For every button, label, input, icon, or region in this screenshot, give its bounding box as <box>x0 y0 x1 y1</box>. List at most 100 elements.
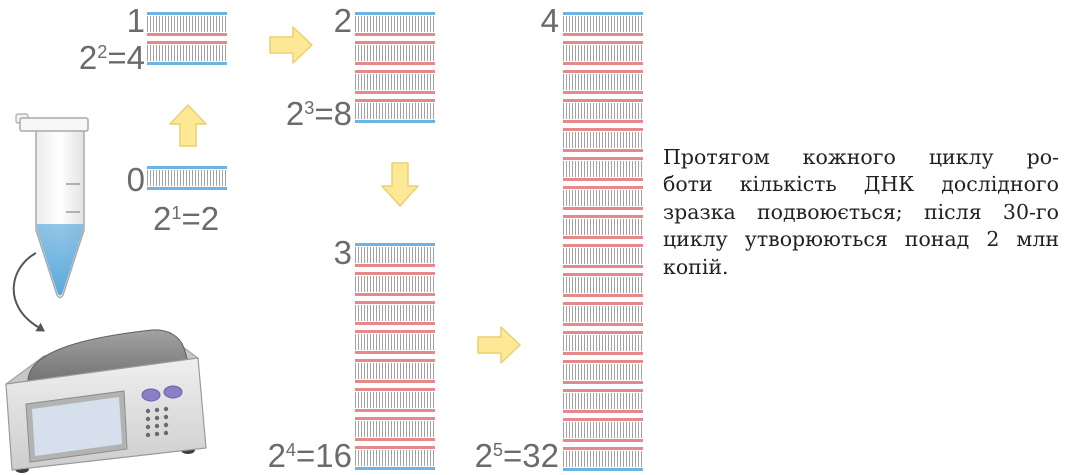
dna-base-pairs <box>147 170 227 186</box>
cycle-4-label: 4 <box>540 2 559 39</box>
dna-strand-bottom <box>147 62 227 65</box>
dna-base-pairs <box>563 277 643 293</box>
machine-button <box>163 385 183 399</box>
dna-base-pairs <box>563 248 643 264</box>
dna-strand-top <box>147 166 227 169</box>
dna-double-strand <box>355 446 435 470</box>
dna-base-pairs <box>147 45 227 61</box>
arrow-shape <box>477 326 521 364</box>
equation-result: =4 <box>107 39 145 76</box>
dna-strand-top <box>355 99 435 102</box>
dna-base-pairs <box>563 219 643 235</box>
dna-strand-top <box>563 331 643 334</box>
cycle-3-equation: 24=16 <box>268 439 352 472</box>
dna-strand-bottom <box>563 381 643 384</box>
dna-double-strand <box>355 330 435 354</box>
dna-strand-top <box>355 359 435 362</box>
dna-strand-top <box>563 99 643 102</box>
dna-double-strand <box>563 389 643 413</box>
dna-base-pairs <box>563 451 643 467</box>
machine-button <box>141 388 161 402</box>
thermocycler-icon <box>5 329 207 473</box>
dna-strand-bottom <box>355 62 435 65</box>
dna-strand-bottom <box>147 33 227 36</box>
dna-base-pairs <box>355 16 435 32</box>
dna-double-strand <box>147 166 227 190</box>
dna-double-strand <box>355 359 435 383</box>
arrow-up-icon <box>169 104 207 147</box>
dna-strand-top <box>563 302 643 305</box>
dna-base-pairs <box>355 392 435 408</box>
equation-result: =8 <box>314 95 352 132</box>
dna-base-pairs <box>563 422 643 438</box>
cycle-4-dna-stack <box>563 12 643 471</box>
dna-base-pairs <box>355 421 435 437</box>
dna-base-pairs <box>563 45 643 61</box>
caption-line: Протягом кожного циклу ро- <box>663 145 1059 169</box>
caption-line: зразка подвоюється; після 30-го <box>663 199 1059 224</box>
dna-strand-bottom <box>563 468 643 471</box>
cycle-2-equation: 23=8 <box>286 97 352 130</box>
dna-strand-top <box>563 389 643 392</box>
cycle-3-dna-stack <box>355 243 435 470</box>
dna-double-strand <box>355 12 435 36</box>
dna-strand-bottom <box>355 351 435 354</box>
cycle-1-label: 1 <box>126 2 145 39</box>
dna-strand-top <box>355 330 435 333</box>
dna-base-pairs <box>355 74 435 90</box>
arrow-shape <box>169 104 207 147</box>
cycle-0-equation: 21=2 <box>153 202 219 235</box>
dna-strand-top <box>563 273 643 276</box>
cycle-2-dna-stack <box>355 12 435 123</box>
curved-arrow-icon <box>12 252 45 332</box>
equation-result: =2 <box>181 200 220 237</box>
dna-base-pairs <box>563 132 643 148</box>
dna-double-strand <box>563 447 643 471</box>
dna-strand-top <box>355 446 435 449</box>
dna-strand-bottom <box>563 149 643 152</box>
dna-strand-bottom <box>563 178 643 181</box>
machine-keypad <box>145 406 169 438</box>
dna-double-strand <box>563 360 643 384</box>
equation-result: =16 <box>296 437 352 474</box>
dna-strand-top <box>563 447 643 450</box>
dna-base-pairs <box>355 450 435 466</box>
dna-double-strand <box>355 70 435 94</box>
cycle-2-label: 2 <box>333 2 352 39</box>
dna-double-strand <box>563 331 643 355</box>
equation-base: 2 <box>267 437 286 474</box>
dna-strand-bottom <box>563 236 643 239</box>
arrow-right-icon <box>477 326 521 364</box>
dna-double-strand <box>355 272 435 296</box>
dna-strand-top <box>563 418 643 421</box>
dna-strand-top <box>355 12 435 15</box>
dna-strand-bottom <box>355 467 435 470</box>
dna-strand-bottom <box>355 293 435 296</box>
dna-base-pairs <box>563 103 643 119</box>
equation-base: 2 <box>153 200 172 237</box>
dna-strand-top <box>563 244 643 247</box>
dna-double-strand <box>563 302 643 326</box>
dna-double-strand <box>563 418 643 442</box>
dna-strand-bottom <box>355 120 435 123</box>
dna-double-strand <box>563 41 643 65</box>
dna-base-pairs <box>563 393 643 409</box>
dna-strand-top <box>147 12 227 15</box>
test-tube-icon <box>15 113 89 299</box>
dna-double-strand <box>563 273 643 297</box>
dna-strand-bottom <box>355 438 435 441</box>
cycle-3-label: 3 <box>333 234 352 271</box>
arrow-down-icon <box>381 162 419 207</box>
dna-strand-bottom <box>563 33 643 36</box>
equation-base: 2 <box>474 437 493 474</box>
equation-base: 2 <box>285 95 305 132</box>
dna-double-strand <box>563 215 643 239</box>
dna-strand-bottom <box>563 91 643 94</box>
dna-double-strand <box>563 157 643 181</box>
arrow-right-icon <box>269 26 313 64</box>
dna-strand-top <box>355 41 435 44</box>
dna-base-pairs <box>563 364 643 380</box>
dna-strand-top <box>563 215 643 218</box>
dna-strand-bottom <box>147 187 227 190</box>
